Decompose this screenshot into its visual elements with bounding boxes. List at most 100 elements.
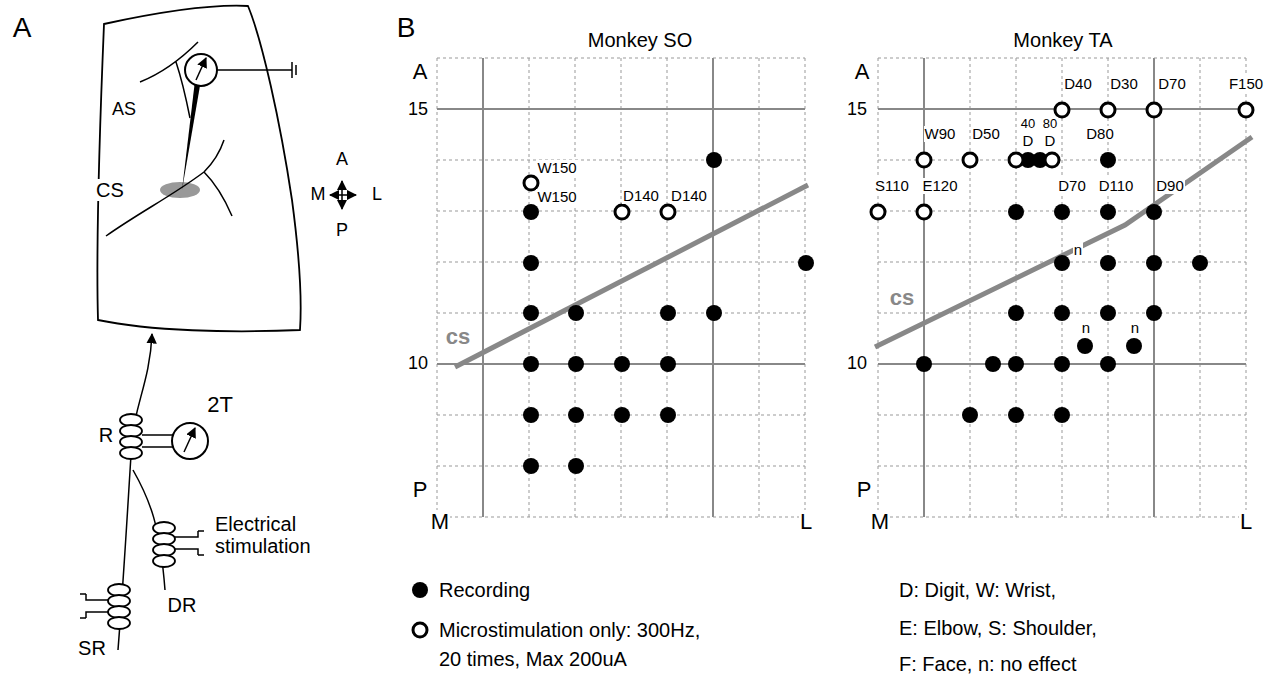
recording-site [160,182,200,198]
panel-letter: A [12,13,33,44]
recording-site [568,458,584,474]
site-label: D70 [1157,76,1187,93]
stimulation-site [1101,103,1115,117]
stimulation-site [871,205,885,219]
panel-letter: B [396,13,417,44]
part-label: R [98,424,114,446]
recording-site [1008,356,1024,372]
grid-line [878,160,1246,161]
site-label: D40 [1063,76,1093,93]
stim-lead-dr [174,531,204,555]
sulcus-label: AS [111,100,137,120]
site-label: 40 [1020,117,1036,131]
amplifier-arrow [196,58,206,80]
recording-site [523,407,539,423]
axis-label: 10 [407,354,429,374]
recording-site [523,356,539,372]
legend-swatch [413,623,427,637]
sulcus-line [455,185,808,367]
nerve-amplifier-arrow [184,428,195,452]
site-label: W90 [924,126,957,143]
recording-site [1054,407,1070,423]
axis-label: P [412,478,429,502]
recording-site [916,356,932,372]
sulcus-label: cs [445,325,471,349]
recording-site [1100,305,1116,321]
recording-site [614,356,630,372]
grid-line [759,58,760,517]
site-label: W150 [536,160,577,177]
grid-line [437,58,438,517]
recording-site [523,255,539,271]
recording-site [1146,204,1162,220]
compass-label: A [335,150,349,170]
legend-text: Microstimulation only: 300Hz, 20 times, … [438,616,702,674]
recording-site [1100,356,1116,372]
site-label: D140 [670,188,708,205]
grid-line [878,58,1246,59]
abbreviation-note: E: Elbow, S: Shoulder, [898,617,1098,639]
site-label: 80 [1042,117,1058,131]
site-label: D70 [1057,178,1087,195]
axis-label: M [870,510,890,534]
site-label: F150 [1228,76,1264,93]
recording-lead [142,435,173,447]
grid-line [621,58,622,517]
axis-label: 10 [846,354,868,374]
stimulation-site [963,153,977,167]
recording-site [660,407,676,423]
site-label: D30 [1109,76,1139,93]
grid-line [1062,58,1063,517]
axis-label: L [799,510,813,534]
recording-site [523,204,539,220]
recording-site [1146,255,1162,271]
part-label: Electrical stimulation [214,513,336,557]
central-sulcus [106,140,232,236]
stimulation-site [1239,103,1253,117]
recording-site [1054,204,1070,220]
part-label: SR [77,637,107,659]
legend-swatch [412,582,428,598]
axis-label: P [856,478,873,502]
legend-text: Recording [438,576,531,605]
grid-line [529,58,530,517]
grid-line [437,58,805,59]
site-label: D50 [971,126,1001,143]
recording-site [706,152,722,168]
site-label: n [1081,320,1091,337]
sulcus-label: cs [889,286,915,310]
axis-label: L [1239,510,1253,534]
grid-line [437,262,805,263]
stimulation-site [661,205,675,219]
recording-site [1008,204,1024,220]
grid-line [437,466,805,467]
grid-line [805,58,806,517]
recording-site [798,255,814,271]
recording-site [1054,356,1070,372]
recording-site [568,305,584,321]
abbreviation-note: D: Digit, W: Wrist, [898,579,1057,601]
amplifier [185,54,217,86]
recording-site [1100,255,1116,271]
recording-site [523,305,539,321]
sulcus-label: CS [95,179,125,201]
recording-site [1054,305,1070,321]
brain-outline [97,6,300,332]
axis-label: A [854,60,871,84]
compass-v [341,181,343,209]
stimulation-site [1055,103,1069,117]
recording-site [614,407,630,423]
stimulation-site [917,153,931,167]
site-label: n [1130,320,1140,337]
site-label: W150 [536,189,577,206]
grid-line [1016,58,1017,517]
site-label: S110 [874,178,910,195]
site-label: D110 [1098,178,1135,195]
stimulation-site [1147,103,1161,117]
compass-h [330,194,356,196]
axis-label: A [412,60,429,84]
electrode [182,72,202,190]
grid-line [878,58,879,517]
recording-site [1054,255,1070,271]
